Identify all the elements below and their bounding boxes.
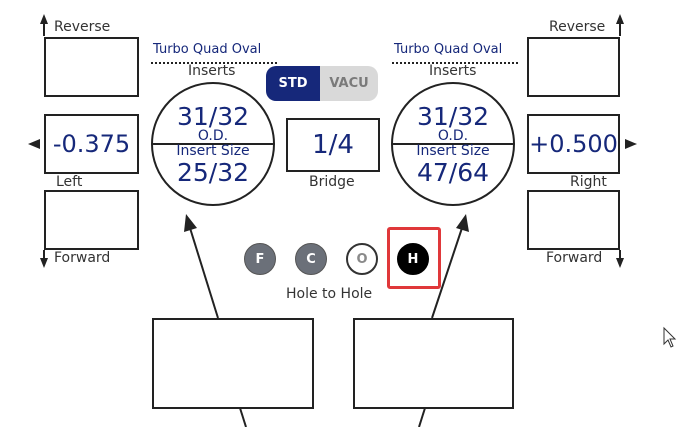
right-inserts-label: Inserts: [429, 63, 477, 79]
left-od-value: 31/32: [176, 102, 250, 131]
right-side-label: Right: [570, 174, 607, 190]
left-offset-field[interactable]: -0.375: [44, 114, 139, 174]
left-insert-circle[interactable]: 31/32 O.D. Insert Size 25/32: [151, 82, 275, 206]
pointer-arrow-left-icon: [184, 214, 197, 232]
bridge-field[interactable]: 1/4: [286, 118, 380, 172]
forward-arrow-right-icon: [616, 258, 624, 268]
right-circle-divider: [393, 143, 513, 145]
left-insert-title: Turbo Quad Oval: [153, 42, 262, 57]
left-title-divider: [151, 62, 277, 64]
hole-option-c-label: C: [306, 251, 316, 267]
left-reverse-input[interactable]: [44, 37, 139, 97]
right-insert-circle[interactable]: 31/32 O.D. Insert Size 47/64: [391, 82, 515, 206]
right-size-value: 47/64: [416, 158, 490, 187]
right-forward-label: Forward: [546, 250, 603, 266]
left-side-label: Left: [56, 174, 83, 190]
left-forward-label: Forward: [54, 250, 111, 266]
right-od-label: O.D.: [437, 128, 469, 144]
bottom-left-input[interactable]: [152, 318, 314, 409]
pointer-arrow-right-icon: [456, 214, 469, 232]
std-toggle-label: STD: [278, 76, 308, 91]
hole-option-o-button[interactable]: O: [346, 243, 378, 275]
left-circle-divider: [153, 143, 273, 145]
hole-option-h-button[interactable]: H: [397, 243, 429, 275]
bottom-right-input[interactable]: [353, 318, 514, 409]
right-forward-input[interactable]: [527, 190, 620, 250]
hole-option-f-label: F: [255, 251, 265, 267]
right-insert-title: Turbo Quad Oval: [394, 42, 503, 57]
reverse-arrow-left-icon: [40, 14, 48, 24]
forward-arrow-left-icon: [40, 258, 48, 268]
hole-to-hole-label: Hole to Hole: [286, 286, 373, 302]
hole-option-h-label: H: [407, 251, 419, 267]
hole-option-c-button[interactable]: C: [295, 243, 327, 275]
hole-option-o-label: O: [356, 251, 368, 267]
left-od-label: O.D.: [197, 128, 229, 144]
vacu-toggle-label: VACU: [329, 76, 369, 91]
std-toggle-button[interactable]: STD: [266, 66, 320, 101]
mouse-cursor-icon: [663, 326, 677, 348]
bridge-value: 1/4: [312, 130, 354, 160]
right-offset-value: +0.500: [529, 130, 618, 158]
hole-option-f-button[interactable]: F: [244, 243, 276, 275]
left-size-value: 25/32: [176, 158, 250, 187]
left-offset-value: -0.375: [52, 130, 131, 158]
selected-option-highlight: [387, 227, 441, 289]
vacu-toggle-button[interactable]: VACU: [320, 66, 378, 101]
bridge-label: Bridge: [309, 174, 355, 190]
left-inserts-label: Inserts: [188, 63, 236, 79]
right-arrow-icon: [625, 139, 637, 149]
reverse-arrow-right-icon: [616, 14, 624, 24]
right-offset-field[interactable]: +0.500: [527, 114, 620, 174]
right-od-value: 31/32: [416, 102, 490, 131]
right-size-label: Insert Size: [416, 143, 490, 159]
left-arrow-icon: [28, 139, 40, 149]
left-forward-input[interactable]: [44, 190, 139, 250]
right-title-divider: [392, 62, 518, 64]
right-reverse-label: Reverse: [549, 19, 606, 35]
right-reverse-input[interactable]: [527, 37, 620, 97]
left-reverse-label: Reverse: [54, 19, 111, 35]
left-size-label: Insert Size: [176, 143, 250, 159]
